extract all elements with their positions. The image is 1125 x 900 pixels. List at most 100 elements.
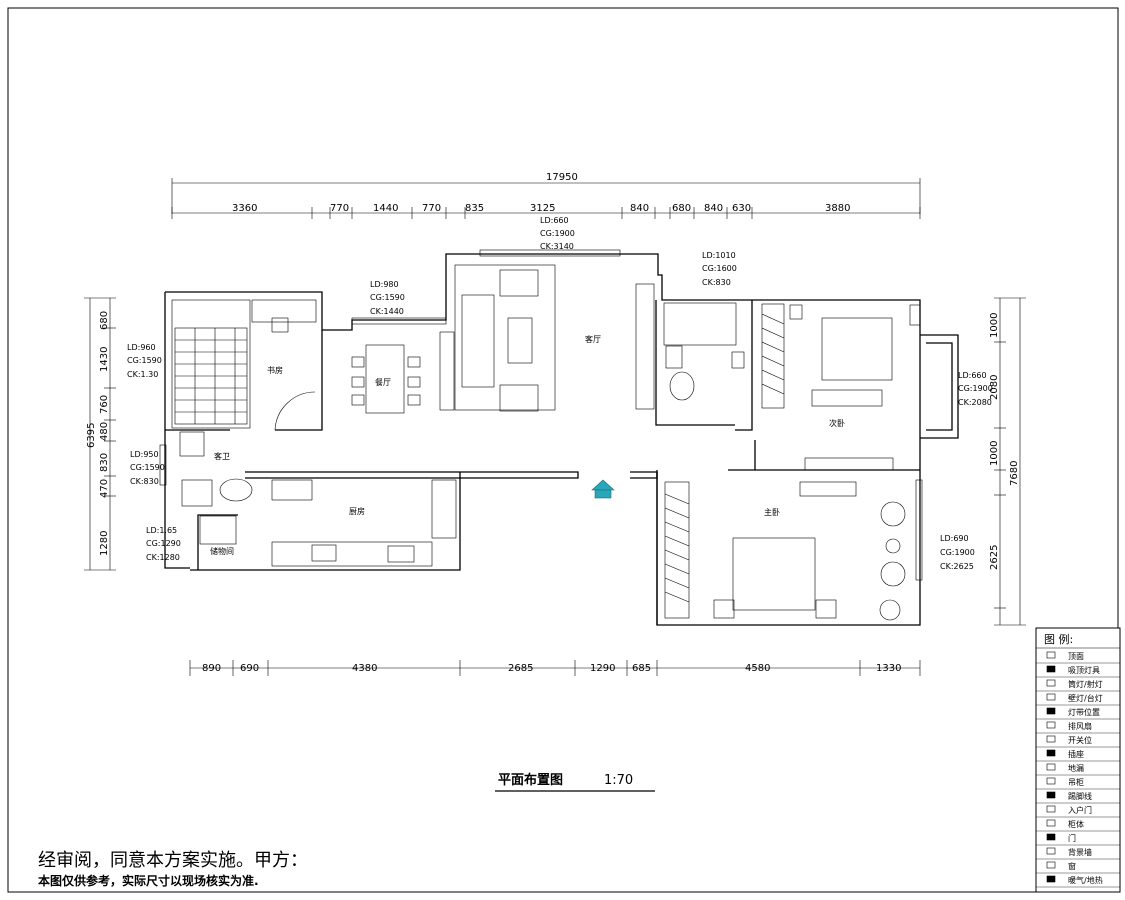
guest-bath-furniture <box>179 431 253 545</box>
legend-symbol-icon <box>1046 833 1056 841</box>
svg-text:CK:2080: CK:2080 <box>958 398 992 407</box>
legend-item-label: 开关位 <box>1068 735 1092 745</box>
dim-bottom-7: 1330 <box>876 663 901 674</box>
study-furniture <box>171 299 317 431</box>
legend-symbol-icon <box>1046 819 1056 827</box>
drawing-border <box>7 7 1119 893</box>
dim-left-3: 480 <box>99 422 110 441</box>
legend-item-label: 窗 <box>1068 861 1076 871</box>
svg-text:CG:1290: CG:1290 <box>146 539 181 548</box>
legend-symbol-icon <box>1046 791 1056 799</box>
legend-symbol-icon <box>1046 693 1056 701</box>
svg-text:LD:1.65: LD:1.65 <box>146 526 177 535</box>
entry-arrow-icon <box>591 479 615 491</box>
dim-top-6: 840 <box>630 203 649 214</box>
svg-text:CK:1440: CK:1440 <box>370 307 404 316</box>
legend-symbol-icon <box>1046 875 1056 883</box>
exterior-walls <box>164 253 959 626</box>
legend-item-label: 吸顶灯具 <box>1068 665 1100 675</box>
kitchen-furniture <box>271 479 457 567</box>
legend-item-label: 背景墙 <box>1068 847 1092 857</box>
svg-text:CG:1600: CG:1600 <box>702 264 737 273</box>
legend-symbol-icon <box>1046 749 1056 757</box>
svg-text:LD:660: LD:660 <box>958 371 987 380</box>
svg-text:CG:1590: CG:1590 <box>130 463 165 472</box>
legend: 图 例: 顶面吸顶灯具筒灯/射灯壁灯/台灯灯带位置排风扇开关位插座地漏吊柜踢脚线… <box>1035 627 1121 893</box>
legend-item-label: 顶面 <box>1068 652 1084 661</box>
svg-text:CG:1590: CG:1590 <box>127 356 162 365</box>
room-dining: 餐厅 <box>375 378 391 387</box>
svg-text:CG:1590: CG:1590 <box>370 293 405 302</box>
dim-left-2: 760 <box>99 395 110 414</box>
legend-item-label: 吊柜 <box>1068 777 1084 787</box>
entry-arrow-base <box>594 489 612 499</box>
legend-item-label: 壁灯/台灯 <box>1068 693 1103 703</box>
legend-item-label: 插座 <box>1068 749 1084 759</box>
room-kitchen: 厨房 <box>349 506 365 516</box>
legend-symbol-icon <box>1046 707 1056 715</box>
legend-item-label: 柜体 <box>1068 819 1084 829</box>
legend-item-label: 筒灯/射灯 <box>1068 679 1103 689</box>
dim-left-0: 680 <box>99 311 110 330</box>
legend-symbol-icon <box>1046 847 1056 855</box>
legend-symbol-icon <box>1046 763 1056 771</box>
dim-top-0: 3360 <box>232 203 257 214</box>
legend-item-label: 入户门 <box>1068 805 1092 815</box>
room-second-bedroom: 次卧 <box>829 418 845 428</box>
legend-item-label: 排风扇 <box>1068 721 1092 731</box>
svg-text:CK:830: CK:830 <box>130 477 159 486</box>
dim-right-2: 1000 <box>989 441 1000 466</box>
dim-right-0: 1000 <box>989 313 1000 338</box>
dim-bottom-6: 4580 <box>745 663 770 674</box>
legend-item-label: 暖气/地热 <box>1068 875 1103 885</box>
room-study: 书房 <box>267 365 283 375</box>
disclaimer-text: 本图仅供参考，实际尺寸以现场核实为准. <box>38 873 259 888</box>
svg-text:CK:3140: CK:3140 <box>540 242 574 251</box>
dim-top-2: 1440 <box>373 203 398 214</box>
dining-furniture <box>351 331 455 414</box>
svg-text:CK:1.30: CK:1.30 <box>127 370 158 379</box>
dim-top-4: 835 <box>465 203 484 214</box>
right-dimensions <box>994 297 1026 626</box>
svg-text:LD:1010: LD:1010 <box>702 251 736 260</box>
svg-text:LD:980: LD:980 <box>370 280 399 289</box>
dim-left-total: 6395 <box>86 423 97 448</box>
legend-title: 图 例: <box>1044 632 1073 646</box>
legend-symbol-icon <box>1046 861 1056 869</box>
dim-top-3: 770 <box>422 203 441 214</box>
left-dimensions <box>84 297 116 571</box>
windows <box>159 249 923 581</box>
legend-item-label: 地漏 <box>1068 763 1084 773</box>
dim-bottom-5: 685 <box>632 663 651 674</box>
svg-text:CK:2625: CK:2625 <box>940 562 974 571</box>
legend-symbol-icon <box>1046 651 1056 659</box>
svg-text:LD:660: LD:660 <box>540 216 569 225</box>
dim-right-1: 2080 <box>989 375 1000 400</box>
dim-top-7: 680 <box>672 203 691 214</box>
room-living: 客厅 <box>585 334 601 344</box>
bath-furniture <box>663 302 745 401</box>
dim-bottom-4: 1290 <box>590 663 615 674</box>
dim-top-9: 630 <box>732 203 751 214</box>
room-master-bedroom: 主卧 <box>764 507 780 517</box>
dim-bottom-1: 690 <box>240 663 259 674</box>
svg-text:LD:690: LD:690 <box>940 534 969 543</box>
dim-top-5: 3125 <box>530 203 555 214</box>
dim-bottom-2: 4380 <box>352 663 377 674</box>
bottom-dimensions <box>189 660 921 676</box>
legend-symbol-icon <box>1046 665 1056 673</box>
legend-symbol-icon <box>1046 721 1056 729</box>
master-furniture <box>664 481 906 621</box>
living-furniture <box>454 264 655 412</box>
dim-left-4: 830 <box>99 453 110 472</box>
svg-text:CG:1900: CG:1900 <box>940 548 975 557</box>
bedroom2-furniture <box>761 303 921 471</box>
approval-text: 经审阅，同意本方案实施。甲方： <box>38 850 308 871</box>
room-annotations: LD:660 CG:1900 CK:3140 LD:980 CG:1590 CK… <box>127 216 993 571</box>
svg-text:CK:1280: CK:1280 <box>146 553 180 562</box>
dim-top-8: 840 <box>704 203 723 214</box>
legend-symbol-icon <box>1046 805 1056 813</box>
legend-item-label: 踢脚线 <box>1068 791 1092 801</box>
svg-text:LD:950: LD:950 <box>130 450 159 459</box>
